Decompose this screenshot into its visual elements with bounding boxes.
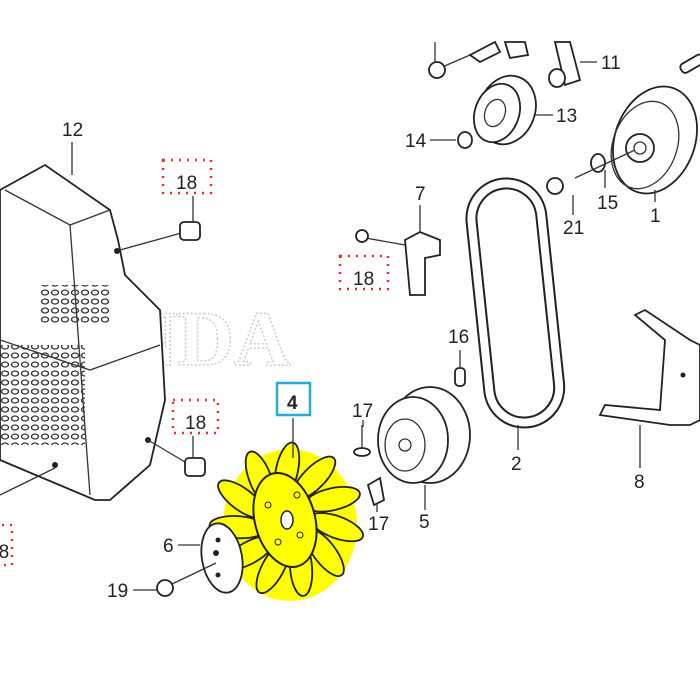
callout-5[interactable]: 5: [419, 512, 430, 533]
callout-17-upper[interactable]: 17: [352, 401, 373, 422]
washer-15[interactable]: [574, 149, 636, 179]
leader-lines: [71, 61, 656, 591]
callout-1[interactable]: 1: [650, 206, 661, 227]
callout-11[interactable]: 11: [601, 53, 621, 74]
callout-6[interactable]: 6: [163, 536, 174, 557]
callout-8[interactable]: 8: [634, 472, 645, 493]
bolt-18-left[interactable]: [0, 467, 56, 496]
pin-16[interactable]: [454, 367, 466, 387]
callout-18-left[interactable]: 18: [0, 542, 9, 563]
fan-4[interactable]: [208, 440, 367, 601]
callout-18-upper[interactable]: 18: [176, 173, 197, 194]
bolt-top[interactable]: [428, 40, 530, 79]
bracket-7[interactable]: [355, 229, 441, 296]
callout-4[interactable]: 4: [287, 393, 298, 414]
ref-boxes: [0, 158, 390, 567]
plate-6[interactable]: [196, 520, 248, 596]
pin-17-upper[interactable]: [353, 425, 371, 457]
bolt-21[interactable]: [546, 177, 564, 195]
callout-13[interactable]: 13: [556, 106, 577, 127]
highlight-box: [275, 381, 312, 417]
callout-19[interactable]: 19: [107, 581, 128, 602]
bolt-19[interactable]: [156, 562, 217, 597]
pin-top-right[interactable]: [679, 53, 700, 74]
bolt-18-lower[interactable]: [147, 439, 206, 477]
belt-2[interactable]: [462, 174, 568, 431]
callout-16[interactable]: 16: [448, 327, 469, 348]
arm-11[interactable]: [548, 41, 582, 88]
callout-2[interactable]: 2: [511, 454, 522, 475]
nut-14[interactable]: [457, 131, 473, 149]
pulley-5[interactable]: [377, 386, 471, 484]
pin-17-lower[interactable]: [366, 476, 386, 507]
callout-14[interactable]: 14: [405, 131, 427, 152]
callout-12[interactable]: 12: [62, 120, 83, 141]
callout-17-lower[interactable]: 17: [368, 514, 389, 535]
bolt-18-upper[interactable]: [119, 221, 201, 251]
callout-18-lower[interactable]: 18: [185, 413, 206, 434]
callout-15[interactable]: 15: [597, 193, 618, 214]
callout-7[interactable]: 7: [415, 184, 426, 205]
pulley-13[interactable]: [466, 68, 545, 153]
callout-18-middle[interactable]: 18: [353, 269, 374, 290]
bracket-8[interactable]: [598, 308, 700, 426]
engine-cover[interactable]: [0, 163, 166, 501]
callout-21[interactable]: 21: [563, 218, 584, 239]
pulley-1[interactable]: [599, 75, 700, 206]
